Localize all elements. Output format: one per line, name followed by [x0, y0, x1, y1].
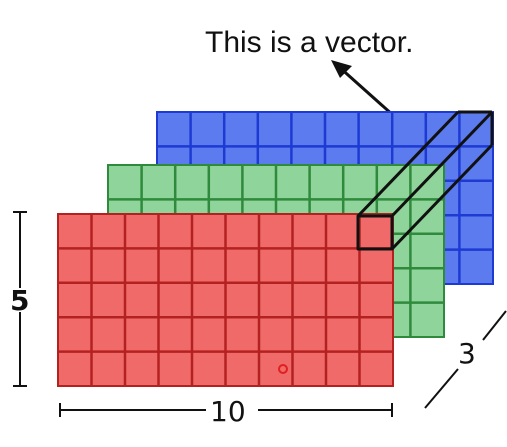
height-dimension [13, 211, 27, 387]
depth-dimension [424, 310, 507, 409]
depth-label: 3 [458, 337, 476, 370]
red-layer [57, 213, 394, 387]
vector-prism [356, 110, 494, 251]
marker-dot [278, 364, 288, 374]
vector-caption: This is a vector. [205, 26, 413, 59]
width-label: 10 [210, 395, 246, 428]
width-dimension [59, 403, 393, 417]
height-label: 5 [10, 284, 29, 317]
layer-stack [57, 111, 494, 387]
